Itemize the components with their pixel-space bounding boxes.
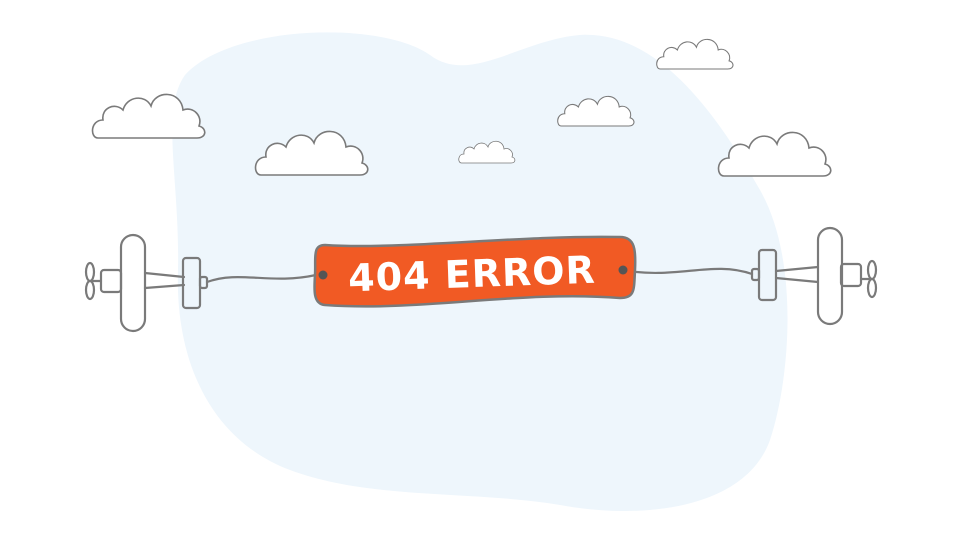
cloud-icon	[656, 38, 734, 70]
cloud-icon	[717, 131, 832, 177]
error-banner-text: 404 ERROR	[347, 248, 596, 301]
left-airplane-icon	[84, 233, 318, 333]
right-airplane-icon	[620, 226, 878, 326]
error-banner: 404 ERROR	[313, 235, 637, 308]
